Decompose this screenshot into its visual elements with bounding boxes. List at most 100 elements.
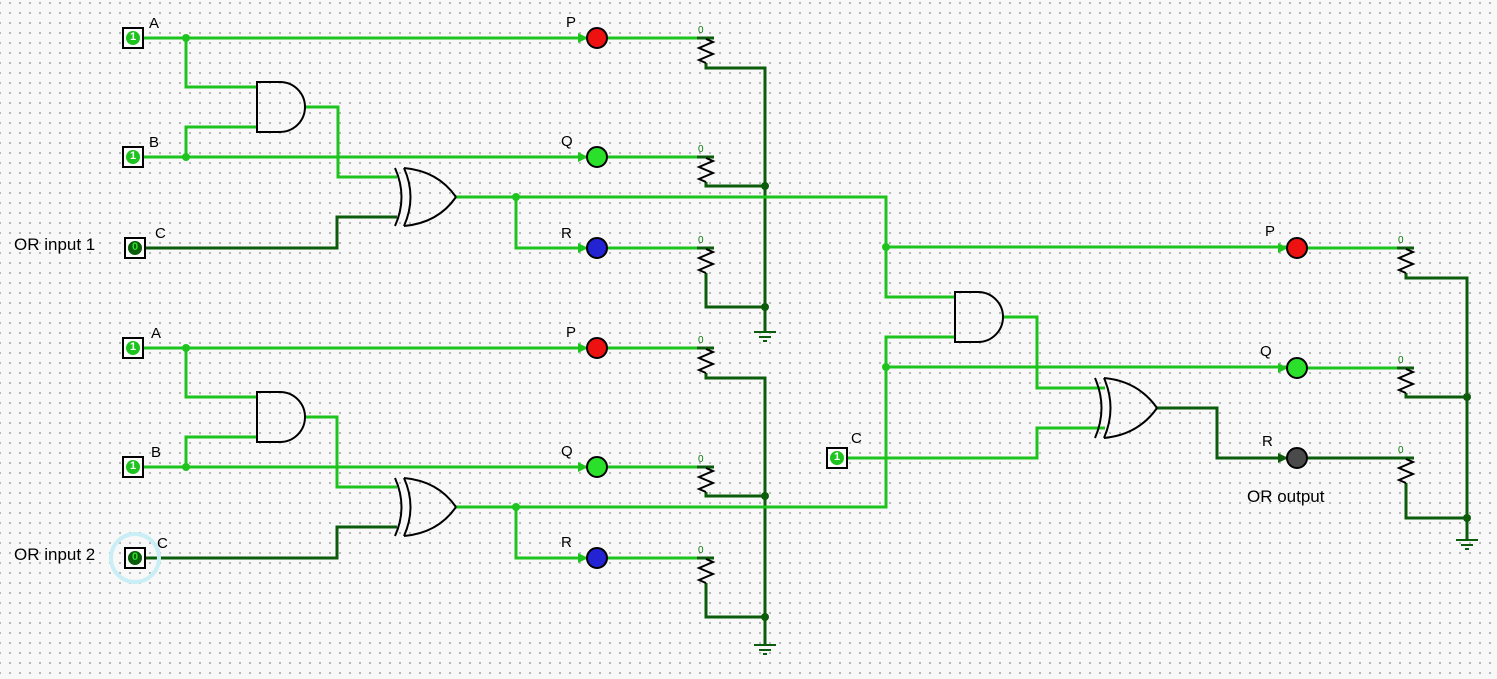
wire-block1-r-branch (514, 197, 586, 250)
caption-or-output: OR output (1247, 487, 1325, 506)
resistor-value: 0 (698, 454, 704, 465)
junction-dot (182, 34, 190, 42)
led-label-out-p: P (1265, 223, 1276, 240)
caption-or-input-2: OR input 2 (14, 545, 96, 564)
resistor[interactable] (1396, 248, 1416, 274)
pin-state-circle (126, 31, 140, 45)
led-block1-r[interactable] (586, 237, 608, 259)
wire-gnd1-q (704, 182, 765, 188)
input-pin-block2-a[interactable]: 1 (122, 337, 144, 359)
resistor[interactable] (696, 248, 716, 274)
and-gate-3[interactable] (954, 291, 1004, 343)
caption-or-input-1: OR input 1 (14, 235, 96, 254)
input-pin-block1-b[interactable]: 1 (122, 146, 144, 168)
led-out-q[interactable] (1286, 357, 1308, 379)
resistor[interactable] (1396, 368, 1416, 394)
pin-label-block1-c: C (155, 225, 166, 242)
junctions-low (761, 182, 1471, 621)
led-block1-p[interactable] (586, 27, 608, 49)
wire-gnd3-q (1404, 393, 1467, 399)
pin-label-block2-b: B (151, 444, 162, 461)
led-label-block2-q: Q (561, 443, 573, 460)
wire-and3-bot-in (884, 335, 955, 367)
wire-block1-a-branch (184, 38, 257, 89)
junction-dot (1463, 393, 1471, 401)
input-pin-block1-a[interactable]: 1 (122, 27, 144, 49)
junction-dot (882, 363, 890, 371)
led-block2-r[interactable] (586, 547, 608, 569)
resistor[interactable] (696, 467, 716, 493)
wire-gnd-bus1 (704, 63, 767, 332)
led-label-out-r: R (1262, 433, 1273, 450)
junction-dot (761, 182, 769, 190)
xor-gate-2[interactable] (394, 477, 457, 537)
pin-value: 1 (129, 460, 137, 472)
junction-dot (512, 193, 520, 201)
led-block2-p[interactable] (586, 337, 608, 359)
ground-symbol-3[interactable] (1456, 539, 1478, 550)
led-block1-q[interactable] (586, 146, 608, 168)
led-input-arrow (578, 243, 588, 253)
junction-dot (182, 463, 190, 471)
junction-dot (761, 492, 769, 500)
led-label-block2-p: P (566, 324, 577, 341)
pin-value: 0 (131, 241, 139, 253)
pin-value: 1 (833, 451, 841, 463)
junction-dot (1463, 514, 1471, 522)
led-input-arrow (578, 553, 588, 563)
pin-state-circle (128, 241, 142, 255)
input-pin-block1-c[interactable]: 0 (124, 237, 146, 259)
led-input-arrow (578, 152, 588, 162)
led-label-block1-p: P (566, 14, 577, 31)
xor-gate-1[interactable] (394, 167, 457, 227)
led-label-out-q: Q (1260, 343, 1272, 360)
led-input-arrow (1278, 453, 1288, 463)
led-out-r[interactable] (1286, 447, 1308, 469)
pin-label-block1-b: B (149, 134, 160, 151)
wire-block1-c (146, 215, 397, 250)
ground-symbol-1[interactable] (754, 331, 776, 342)
pin-label-stage2-c: C (851, 430, 862, 447)
wires-high (144, 36, 1397, 560)
pin-label-block2-c: C (157, 535, 168, 552)
led-out-p[interactable] (1286, 237, 1308, 259)
resistor[interactable] (1396, 458, 1416, 484)
input-pin-block2-c[interactable]: 0 (124, 547, 146, 569)
ground-symbol-2[interactable] (754, 644, 776, 655)
led-label-block2-r: R (561, 534, 572, 551)
resistor-value: 0 (698, 144, 704, 155)
pin-label-block1-a: A (149, 15, 160, 32)
junctions-high (182, 33, 1288, 563)
junction-dot (761, 613, 769, 621)
resistor[interactable] (696, 38, 716, 64)
junction-dot (882, 243, 890, 251)
resistor-value: 0 (1398, 235, 1404, 246)
wire-xor1-out (455, 195, 888, 247)
led-label-block1-r: R (561, 225, 572, 242)
input-pin-stage2-c[interactable]: 1 (826, 447, 848, 469)
resistor[interactable] (696, 157, 716, 183)
led-input-arrow (578, 343, 588, 353)
resistor[interactable] (696, 348, 716, 374)
wire-block2-b-branch (184, 435, 257, 467)
input-pin-block2-b[interactable]: 1 (122, 456, 144, 478)
led-input-arrow (578, 462, 588, 472)
resistor-value: 0 (698, 335, 704, 346)
resistor-value: 0 (698, 235, 704, 246)
xor-gate-3[interactable] (1094, 377, 1158, 439)
wire-gnd-bus3 (1404, 273, 1469, 540)
wire-stage2-c (848, 426, 1105, 460)
gates (256, 81, 1158, 537)
pin-value: 1 (129, 341, 137, 353)
junction-dot (761, 303, 769, 311)
resistors (696, 38, 1416, 584)
pin-value: 1 (129, 150, 137, 162)
wire-gnd2-r (704, 583, 765, 619)
resistor[interactable] (696, 558, 716, 584)
wire-gnd1-r (704, 273, 765, 309)
and-gate-1[interactable] (256, 81, 306, 133)
and-gate-2[interactable] (256, 391, 306, 443)
led-block2-q[interactable] (586, 456, 608, 478)
